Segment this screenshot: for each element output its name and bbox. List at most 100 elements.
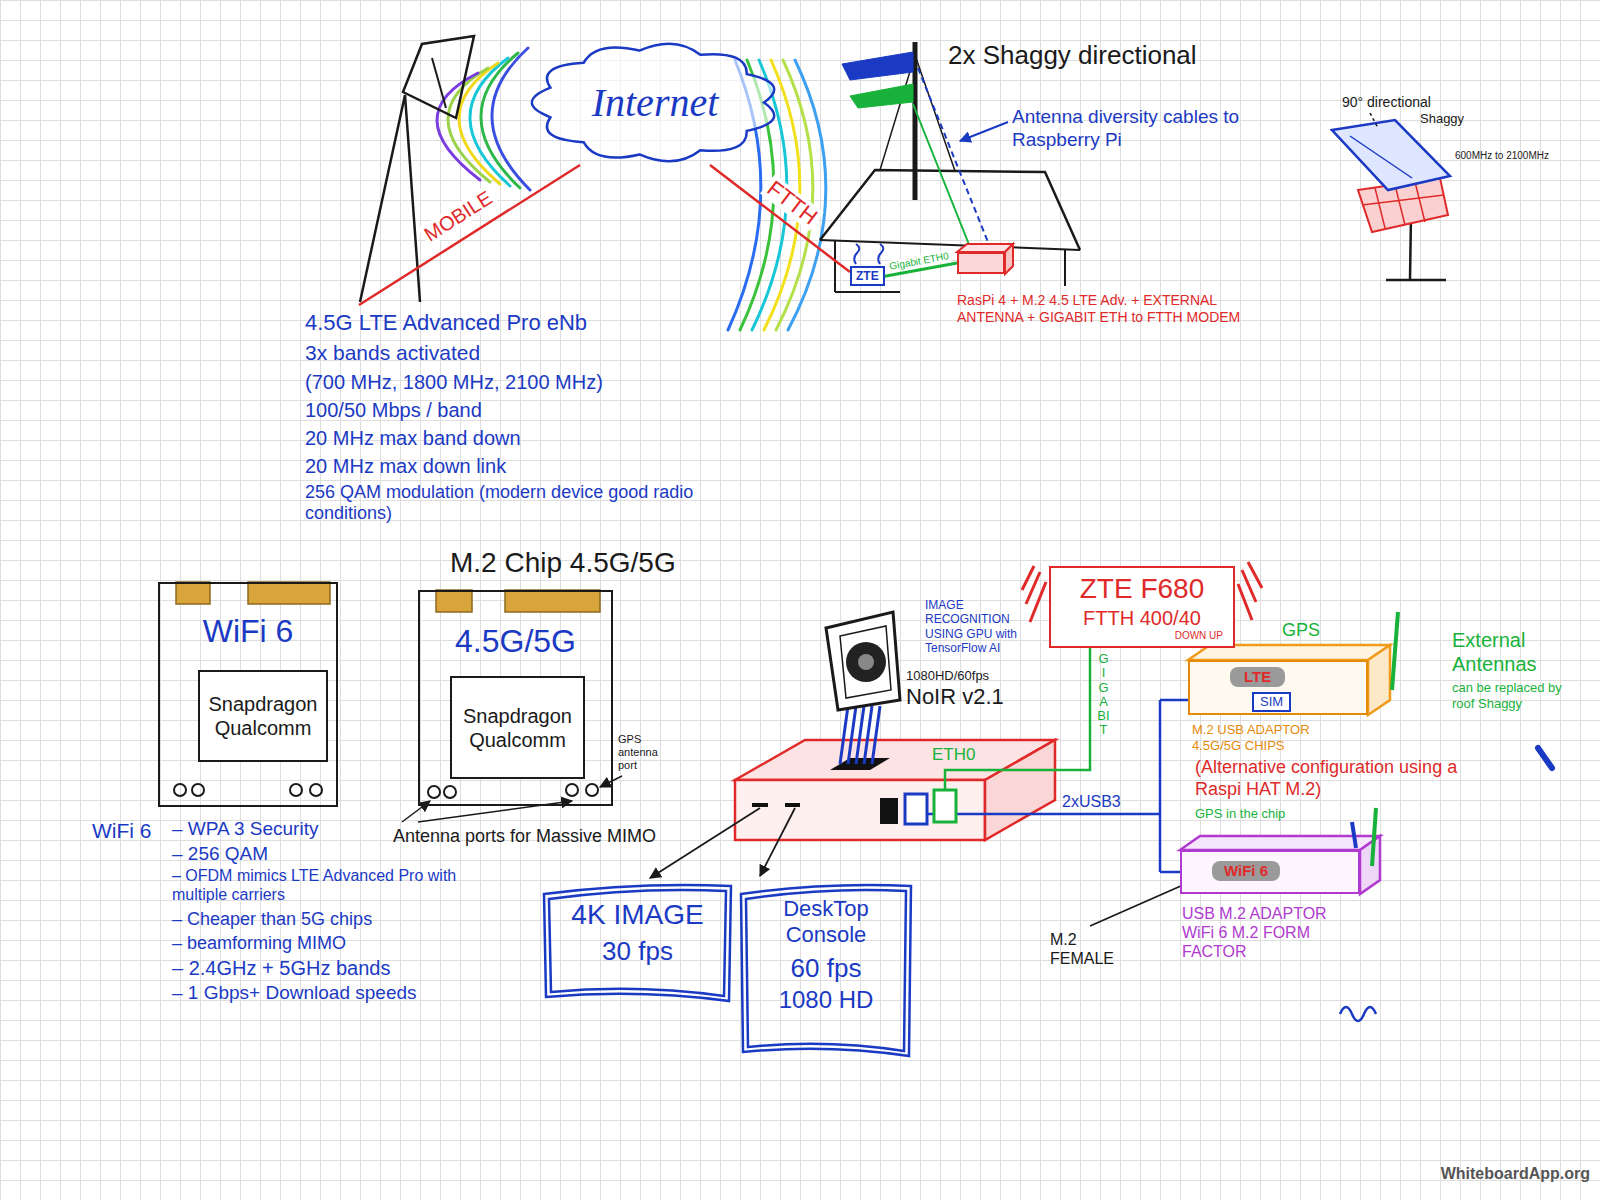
monitor-outline (544, 885, 731, 1001)
antenna-port (566, 784, 578, 796)
house-roof (820, 170, 1080, 250)
list-item: – beamforming MIMO (172, 933, 346, 955)
node-text: WiFi 6 (160, 612, 336, 650)
node-text: Snapdragon Qualcomm (458, 704, 577, 752)
list-item: – WPA 3 Security (172, 818, 318, 841)
link-label: MOBILE (417, 185, 498, 247)
antenna-port (174, 784, 186, 796)
antenna-port (192, 784, 204, 796)
directional-antenna (850, 84, 913, 108)
pi-case-side (985, 740, 1055, 840)
camera-note: IMAGE RECOGNITION USING GPU with TensorF… (925, 598, 1045, 656)
hdmi-port (880, 798, 898, 824)
antenna-panel-line (1350, 136, 1412, 178)
ethernet-port (934, 790, 956, 822)
adaptor-side (1360, 836, 1380, 894)
node-text: ZTE (856, 269, 879, 283)
lte-chip: LTE (1230, 667, 1285, 687)
leader-arrow (600, 776, 622, 787)
tower-panel-line (432, 58, 446, 108)
house-walls (835, 241, 1065, 292)
directional-antenna (842, 52, 913, 80)
usb-port (905, 794, 927, 824)
callout-note: M.2 FEMALE (1050, 930, 1120, 968)
video-arrow (650, 808, 760, 878)
node-text: 4.5G LTE Advanced Pro eNb (305, 310, 775, 336)
monitor-screen: DeskTop Console60 fps1080 HD (737, 880, 915, 1060)
wifi-usb-adaptor: USB M.2 ADAPTOR WiFi 6 M.2 FORM FACTORWi… (1180, 850, 1360, 894)
pi-box-side (1005, 244, 1013, 274)
monitor-outline (746, 890, 906, 1051)
frequency-note: 600MHz to 2100MHz (1455, 150, 1549, 162)
node-text: LTE (1244, 668, 1271, 686)
antenna-note: 90° directional (1342, 94, 1431, 111)
list-item: – OFDM mimics LTE Advanced Pro with mult… (172, 866, 472, 904)
antenna-cable (918, 68, 992, 252)
node-text: Snapdragon Qualcomm (206, 692, 320, 740)
node-text: SIM (1260, 694, 1283, 710)
node-text: M.2 USB ADAPTOR 4.5G/5G CHIPS (1192, 722, 1342, 753)
link-label: FTTH (760, 174, 824, 231)
node-text: USB M.2 ADAPTOR WiFi 6 M.2 FORM FACTOR (1182, 904, 1337, 962)
doodle (1340, 1007, 1376, 1021)
raspberry-pi-box: RasPi 4 + M.2 4.5 LTE Adv. + EXTERNAL AN… (957, 252, 1005, 274)
camera-note: NoIR v2.1 (906, 684, 1004, 710)
cable-label: ETH0 (932, 746, 975, 765)
antenna-note: GPS (1282, 620, 1320, 642)
gold-contacts (505, 590, 600, 612)
lte-usb-adaptor: M.2 USB ADAPTOR 4.5G/5G CHIPSLTESIM (1188, 660, 1368, 715)
node-text: 30 fps (554, 936, 721, 967)
adaptor-side (1368, 645, 1390, 715)
pi-case-front (735, 780, 985, 840)
outside-caption: RasPi 4 + M.2 4.5 LTE Adv. + EXTERNAL AN… (957, 292, 1257, 326)
reflector-grid (1362, 182, 1444, 228)
monitor-outline (549, 890, 726, 996)
node-text: 256 QAM modulation (modern device good r… (305, 482, 775, 525)
radio-wave (492, 48, 530, 190)
leader-line (1370, 113, 1378, 128)
node-text: ZTE F680 (1061, 572, 1223, 606)
node-text: RasPi 4 + M.2 4.5 LTE Adv. + EXTERNAL AN… (957, 292, 1257, 326)
ethernet-cable (945, 646, 1090, 790)
leader-arrow (960, 122, 1008, 141)
wifi-chip: WiFi 6 (1212, 861, 1280, 881)
pi-box-top (957, 244, 1013, 252)
antenna-note: Shaggy (1420, 111, 1464, 127)
camera-slot (830, 758, 890, 770)
list-item: – 256 QAM (172, 843, 268, 866)
outside-caption: USB M.2 ADAPTOR WiFi 6 M.2 FORM FACTOR (1182, 904, 1337, 962)
monitor-outline (741, 885, 911, 1056)
adaptor-top (1180, 836, 1380, 850)
radio-wave (437, 73, 480, 180)
enb-tower: 4.5G LTE Advanced Pro eNb3x bands activa… (345, 40, 485, 305)
alternative-note: (Alternative configuration using a Raspi… (1195, 757, 1460, 800)
link-line (710, 165, 850, 272)
node-text: 100/50 Mbps / band (305, 398, 775, 422)
watermark: WhiteboardApp.org (1430, 1164, 1590, 1183)
usb-cables (927, 700, 1188, 872)
node-text: DOWN UP (1061, 630, 1223, 642)
list-item: – 1 Gbps+ Download speeds (172, 982, 417, 1005)
radio-wave (448, 68, 490, 182)
camera-lens (846, 642, 886, 682)
internet-cloud: Internet (530, 40, 780, 165)
callout-note: Antenna ports for Massive MIMO (393, 826, 656, 848)
gold-contacts (436, 590, 472, 612)
node-text: Internet (592, 79, 719, 127)
alternative-note: GPS in the chip (1195, 806, 1285, 822)
node-text: 3x bands activated (305, 340, 775, 365)
chip-box: Snapdragon Qualcomm (450, 676, 585, 779)
m2-card: 4.5G/5GSnapdragon Qualcomm (418, 590, 613, 806)
antenna-cable (913, 104, 972, 252)
radio-wave (481, 53, 520, 188)
link-label: Gigabit ETH0 (886, 249, 953, 272)
camera-board (826, 612, 900, 710)
callout-note: Antenna diversity cables to Raspberry Pi (1012, 106, 1282, 152)
antenna-note: External Antennas (1452, 628, 1577, 676)
link-line (359, 165, 580, 305)
node-text: 20 MHz max band down (305, 426, 775, 450)
gold-contacts (248, 582, 330, 604)
modem-antennas (1238, 562, 1262, 620)
wifi-antenna (1372, 808, 1376, 866)
